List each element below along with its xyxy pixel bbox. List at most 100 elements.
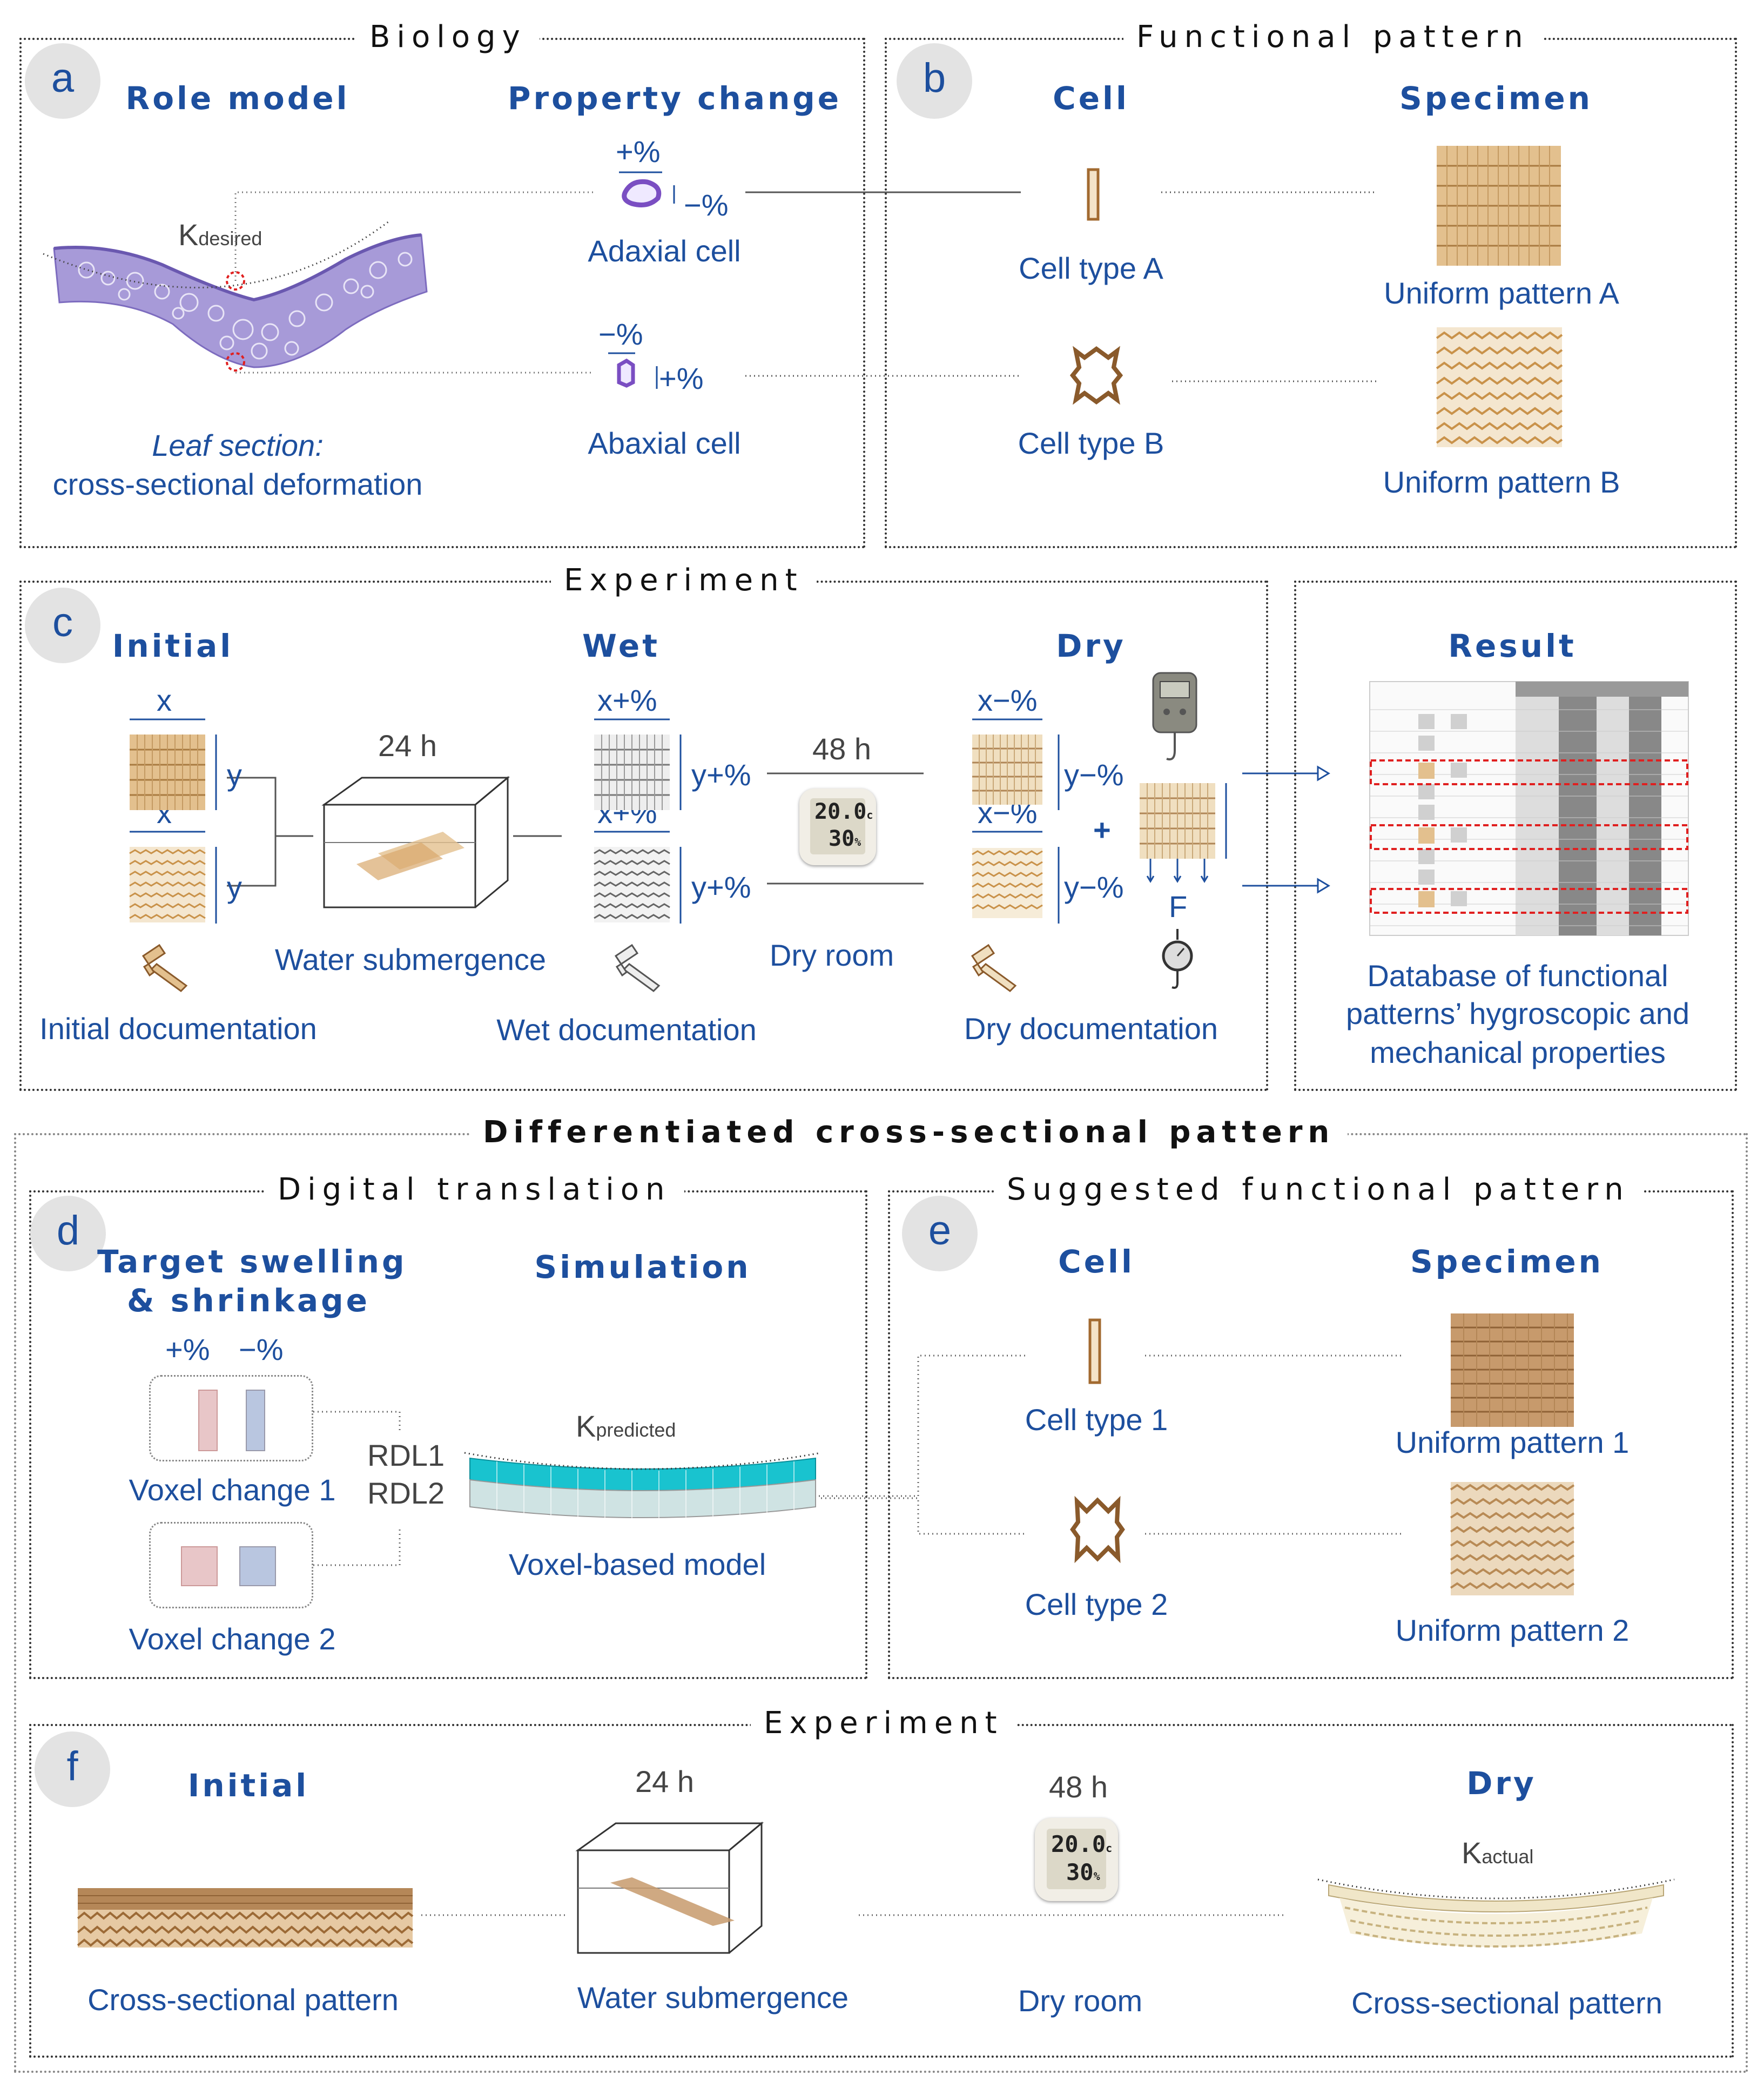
k-predicted-subscript: predicted (596, 1419, 676, 1441)
abaxial-cell-label: Abaxial cell (588, 426, 741, 460)
thermo-hygrometer-c: 20.0c 30% (799, 789, 876, 865)
dry-room-label: Dry room (769, 938, 894, 972)
spring-scale-icon (1162, 929, 1193, 989)
dry-y-top: y−% (1064, 758, 1124, 792)
voxel-swell-bar (198, 1390, 218, 1451)
abaxial-plus-pct: +% (659, 361, 704, 395)
simulation-heading: Simulation (534, 1249, 751, 1285)
panel-letter-c: c (25, 588, 100, 663)
adaxial-cell-icon (619, 171, 675, 207)
panel-letter-a: a (25, 43, 100, 119)
property-change-heading: Property change (508, 80, 842, 117)
role-model-heading: Role model (125, 80, 350, 117)
adaxial-minus-pct: −% (684, 188, 729, 222)
panel-result-box (1294, 581, 1737, 1091)
cell-type-2-label: Cell type 2 (1025, 1587, 1168, 1621)
uniform-pattern-1-label: Uniform pattern 1 (1395, 1425, 1630, 1459)
adaxial-plus-pct: +% (616, 134, 661, 169)
caliper-icon-wet (614, 944, 661, 992)
voxel-shrink-square (239, 1546, 276, 1586)
voxel-change-1-box (149, 1375, 313, 1461)
cell-type-1-label: Cell type 1 (1025, 1403, 1168, 1437)
initial-heading: Initial (112, 628, 234, 664)
thermo-display-f: 20.0c 30% (1047, 1829, 1112, 1889)
k-actual-label: Kactual (1462, 1836, 1534, 1870)
initial-x-top: x (157, 683, 172, 717)
initial-y-bottom: y (227, 870, 242, 904)
result-line-3: mechanical properties (1370, 1035, 1666, 1069)
uniform-pattern-b-label: Uniform pattern B (1383, 465, 1620, 499)
caliper-icon-initial (142, 944, 188, 992)
cell-type-b-icon (1069, 346, 1123, 405)
result-line-2: patterns’ hygroscopic and (1345, 996, 1690, 1030)
force-label: F (1169, 890, 1188, 924)
voxel-minus-pct: −% (239, 1332, 284, 1366)
cell-type-a-icon (1087, 168, 1100, 221)
wet-specimen-a (594, 735, 670, 810)
dry-y-bottom: y−% (1064, 870, 1124, 904)
initial-y-top: y (227, 758, 242, 792)
cell-type-2-icon (1070, 1495, 1125, 1564)
panel-letter-e: e (902, 1196, 978, 1271)
voxel-change-2-label: Voxel change 2 (129, 1622, 336, 1656)
rdl1-label: RDL1 (367, 1438, 445, 1472)
thermo-hygrometer-f: 20.0c 30% (1035, 1818, 1118, 1901)
wet-y-top: y+% (691, 758, 751, 792)
section-title-digital-translation: Digital translation (265, 1171, 684, 1209)
leaf-section-image (43, 220, 428, 372)
k-predicted-label: Kpredicted (576, 1409, 676, 1443)
initial-specimen-a (130, 735, 205, 810)
result-line-1: Database of functional (1367, 959, 1668, 993)
voxel-swell-square (181, 1546, 218, 1586)
cell-type-b-label: Cell type B (1018, 426, 1164, 460)
k-desired-label: Kdesired (178, 218, 262, 252)
initial-heading-f: Initial (187, 1767, 309, 1804)
dry-room-duration-label: 48 h (812, 732, 871, 766)
wet-x-top: x+% (597, 683, 657, 717)
leaf-section-desc: cross-sectional deformation (52, 467, 423, 501)
uniform-pattern-1 (1451, 1313, 1574, 1427)
wet-y-bottom: y+% (691, 870, 751, 904)
cell-type-1-icon (1088, 1318, 1101, 1384)
panel-letter-d: d (30, 1196, 106, 1271)
f-dry-room-label: Dry room (1018, 1984, 1143, 2018)
dry-specimen-a (972, 735, 1042, 805)
dry-documentation-label: Dry documentation (964, 1012, 1218, 1046)
voxel-shrink-bar (246, 1390, 265, 1451)
f-cross-sectional-pattern-label: Cross-sectional pattern (87, 1983, 399, 2017)
target-heading-line1: Target swelling (97, 1243, 407, 1280)
weighed-specimen (1140, 783, 1227, 883)
dry-x-top: x−% (978, 683, 1038, 717)
voxel-change-2-box (149, 1522, 313, 1608)
f-duration-48h: 48 h (1049, 1770, 1108, 1804)
adaxial-cell-label: Adaxial cell (588, 234, 741, 268)
dry-heading-f: Dry (1466, 1765, 1537, 1802)
section-title-experiment-f: Experiment (751, 1704, 1016, 1742)
voxel-change-1-label: Voxel change 1 (129, 1473, 336, 1507)
target-heading-line2: & shrinkage (127, 1282, 370, 1319)
wet-heading: Wet (582, 628, 660, 664)
cell-heading-e: Cell (1058, 1243, 1135, 1280)
uniform-pattern-a (1437, 146, 1561, 266)
k-desired-subscript: desired (198, 227, 262, 250)
uniform-pattern-2 (1450, 1482, 1575, 1595)
specimen-heading-b: Specimen (1399, 80, 1593, 117)
dry-cross-section-curved (1317, 1878, 1675, 1948)
f-duration-24h: 24 h (635, 1764, 694, 1798)
wet-duration-label: 24 h (378, 729, 437, 763)
cell-type-a-label: Cell type A (1019, 251, 1163, 285)
plus-sign: + (1093, 813, 1111, 847)
voxel-plus-pct: +% (165, 1332, 210, 1366)
wet-documentation-label: Wet documentation (496, 1013, 757, 1047)
section-title-experiment-c: Experiment (551, 562, 817, 599)
uniform-pattern-a-label: Uniform pattern A (1384, 276, 1619, 310)
k-actual-subscript: actual (1482, 1845, 1534, 1868)
section-title-suggested: Suggested functional pattern (994, 1171, 1643, 1209)
uniform-pattern-b (1436, 327, 1563, 447)
panel-letter-b: b (897, 43, 972, 119)
section-title-biology: Biology (356, 18, 540, 56)
